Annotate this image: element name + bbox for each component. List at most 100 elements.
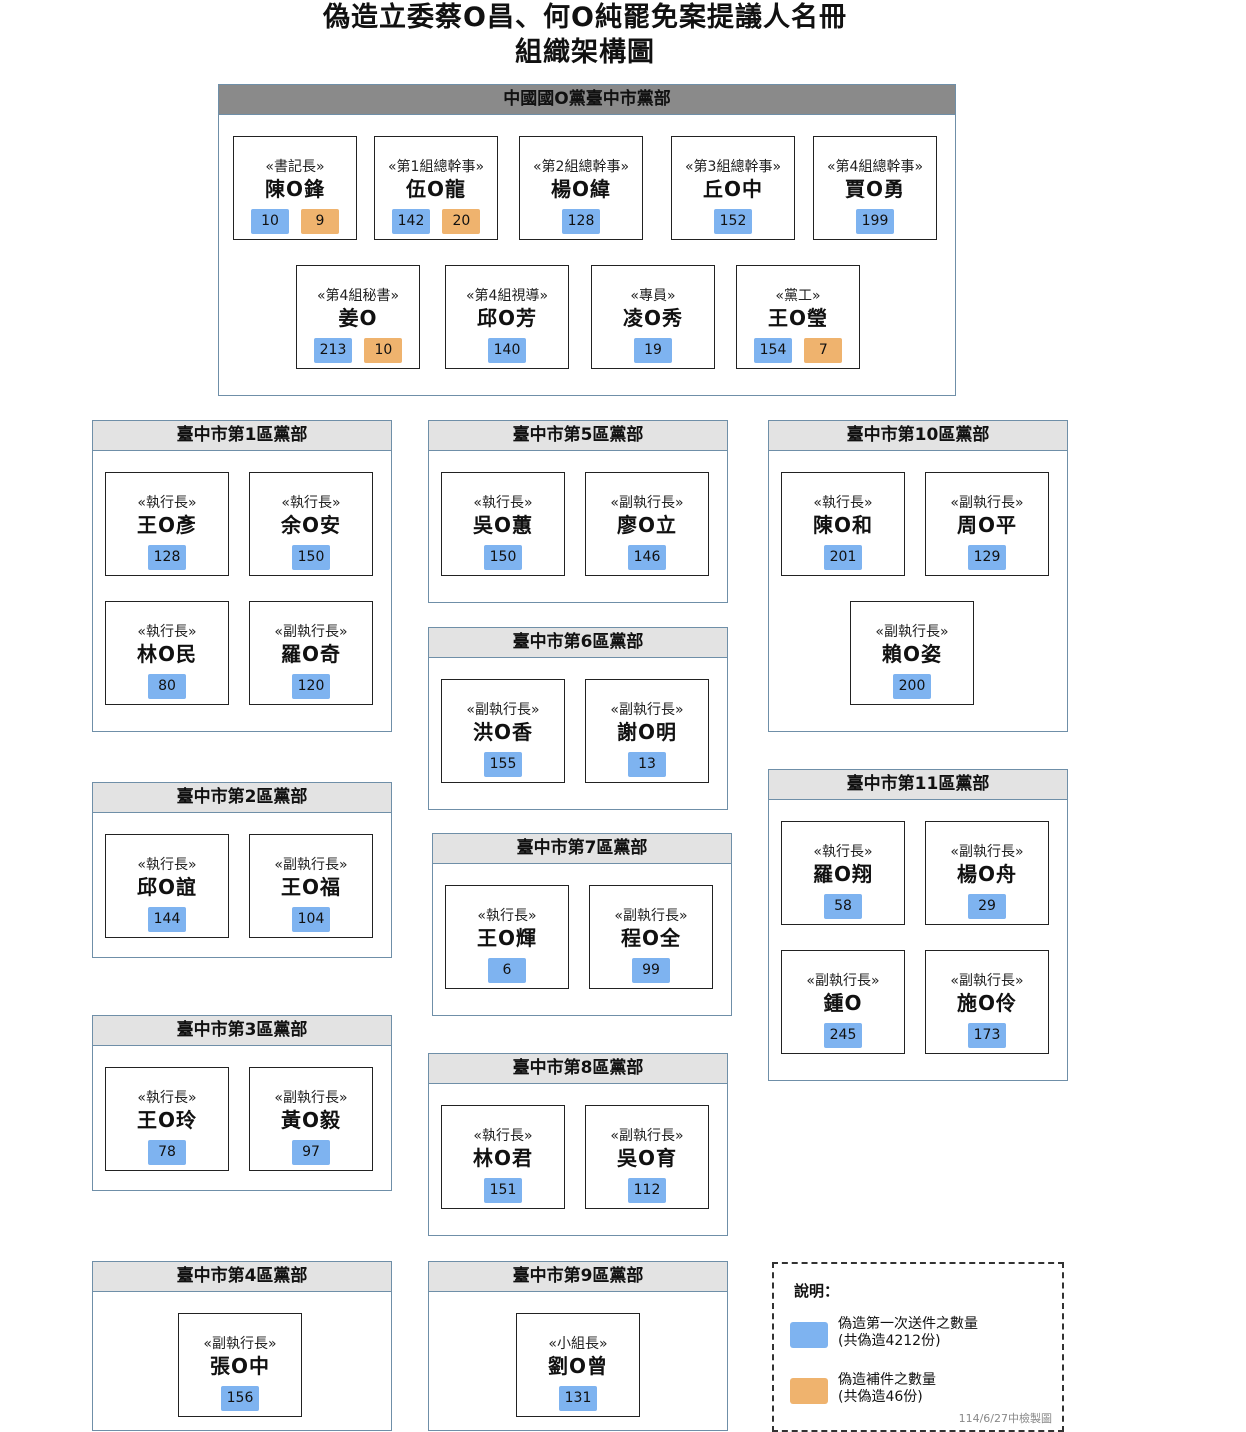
count-badges: 156	[179, 1386, 301, 1411]
count-badges: 151	[442, 1178, 564, 1203]
member-role: «小組長»	[548, 1336, 608, 1352]
member-role: «執行長»	[473, 1128, 533, 1144]
first-submission-count-badge: 151	[483, 1178, 523, 1203]
member-role: «第4組視導»	[465, 288, 549, 304]
count-badges: 128	[106, 545, 228, 570]
member-name: 邱O芳	[476, 306, 537, 330]
count-badges: 131	[517, 1386, 639, 1411]
first-submission-count-badge: 154	[753, 338, 793, 363]
branch-title: 臺中市第11區黨部	[769, 770, 1067, 800]
member-name: 丘O中	[702, 177, 763, 201]
member-role: «第4組總幹事»	[826, 159, 924, 175]
member-name: 賈O勇	[844, 177, 905, 201]
branch-title: 臺中市第5區黨部	[429, 421, 727, 451]
member-name: 姜O	[338, 306, 378, 330]
count-badges: 99	[590, 958, 712, 983]
count-badges: 58	[782, 894, 904, 919]
branch-title: 臺中市第2區黨部	[93, 783, 391, 813]
member-name: 楊O緯	[550, 177, 611, 201]
count-badges: 112	[586, 1178, 708, 1203]
supplement-count-badge: 10	[364, 338, 403, 363]
member-card: «第4組總幹事» 賈O勇 199	[813, 136, 937, 240]
first-submission-count-badge: 19	[634, 338, 672, 363]
count-badges: 120	[250, 674, 372, 699]
first-submission-count-badge: 201	[823, 545, 863, 570]
count-badges: 140	[446, 338, 568, 363]
first-submission-count-badge: 6	[488, 958, 526, 983]
member-role: «執行長»	[137, 495, 197, 511]
count-badges: 97	[250, 1140, 372, 1165]
first-submission-count-badge: 146	[627, 545, 667, 570]
member-role: «第1組總幹事»	[387, 159, 485, 175]
member-name: 賴O姿	[881, 642, 942, 666]
member-role: «執行長»	[813, 844, 873, 860]
count-badges: 128	[520, 209, 642, 234]
supplement-count-badge: 7	[804, 338, 843, 363]
first-submission-count-badge: 129	[967, 545, 1007, 570]
member-role: «書記長»	[265, 159, 325, 175]
first-submission-count-badge: 144	[147, 907, 187, 932]
member-role: «執行長»	[473, 495, 533, 511]
member-name: 羅O奇	[280, 642, 341, 666]
first-submission-count-badge: 150	[483, 545, 523, 570]
member-name: 周O平	[956, 513, 1017, 537]
member-role: «第2組總幹事»	[532, 159, 630, 175]
count-badges: 199	[814, 209, 936, 234]
legend-footer: 114/6/27中檢製圖	[958, 1412, 1052, 1425]
count-badges: 29	[926, 894, 1048, 919]
legend-orange-line-1: 偽造補件之數量	[838, 1372, 936, 1388]
count-badges: 19	[592, 338, 714, 363]
member-name: 王O福	[280, 875, 341, 899]
count-badges: 144	[106, 907, 228, 932]
legend-swatch-orange	[790, 1378, 828, 1404]
member-role: «執行長»	[137, 857, 197, 873]
count-badges: 6	[446, 958, 568, 983]
member-name: 凌O秀	[622, 306, 683, 330]
member-name: 施O伶	[956, 991, 1017, 1015]
legend-orange-line-2: (共偽造46份)	[838, 1389, 923, 1405]
first-submission-count-badge: 78	[148, 1140, 186, 1165]
member-name: 王O輝	[476, 926, 537, 950]
first-submission-count-badge: 99	[632, 958, 670, 983]
supplement-count-badge: 9	[301, 209, 339, 234]
member-role: «黨工»	[775, 288, 821, 304]
first-submission-count-badge: 152	[713, 209, 753, 234]
member-name: 王O彥	[136, 513, 197, 537]
first-submission-count-badge: 131	[558, 1386, 598, 1411]
member-name: 余O安	[280, 513, 341, 537]
member-role: «執行長»	[137, 624, 197, 640]
first-submission-count-badge: 200	[892, 674, 932, 699]
member-name: 吳O育	[616, 1146, 677, 1170]
member-role: «專員»	[630, 288, 676, 304]
legend-title: 說明：	[794, 1282, 840, 1300]
first-submission-count-badge: 150	[291, 545, 331, 570]
count-badges: 150	[250, 545, 372, 570]
legend-blue-line-2: (共偽造4212份)	[838, 1333, 941, 1349]
first-submission-count-badge: 128	[561, 209, 601, 234]
count-badges: 146	[586, 545, 708, 570]
member-role: «副執行長»	[610, 702, 684, 718]
member-name: 程O全	[620, 926, 681, 950]
count-badges: 155	[442, 752, 564, 777]
member-name: 謝O明	[616, 720, 677, 744]
count-badges: 200	[851, 674, 973, 699]
member-role: «副執行長»	[466, 702, 540, 718]
member-name: 陳O鋒	[264, 177, 325, 201]
member-role: «副執行長»	[610, 1128, 684, 1144]
member-name: 劉O曾	[547, 1354, 608, 1378]
member-role: «副執行長»	[274, 624, 348, 640]
